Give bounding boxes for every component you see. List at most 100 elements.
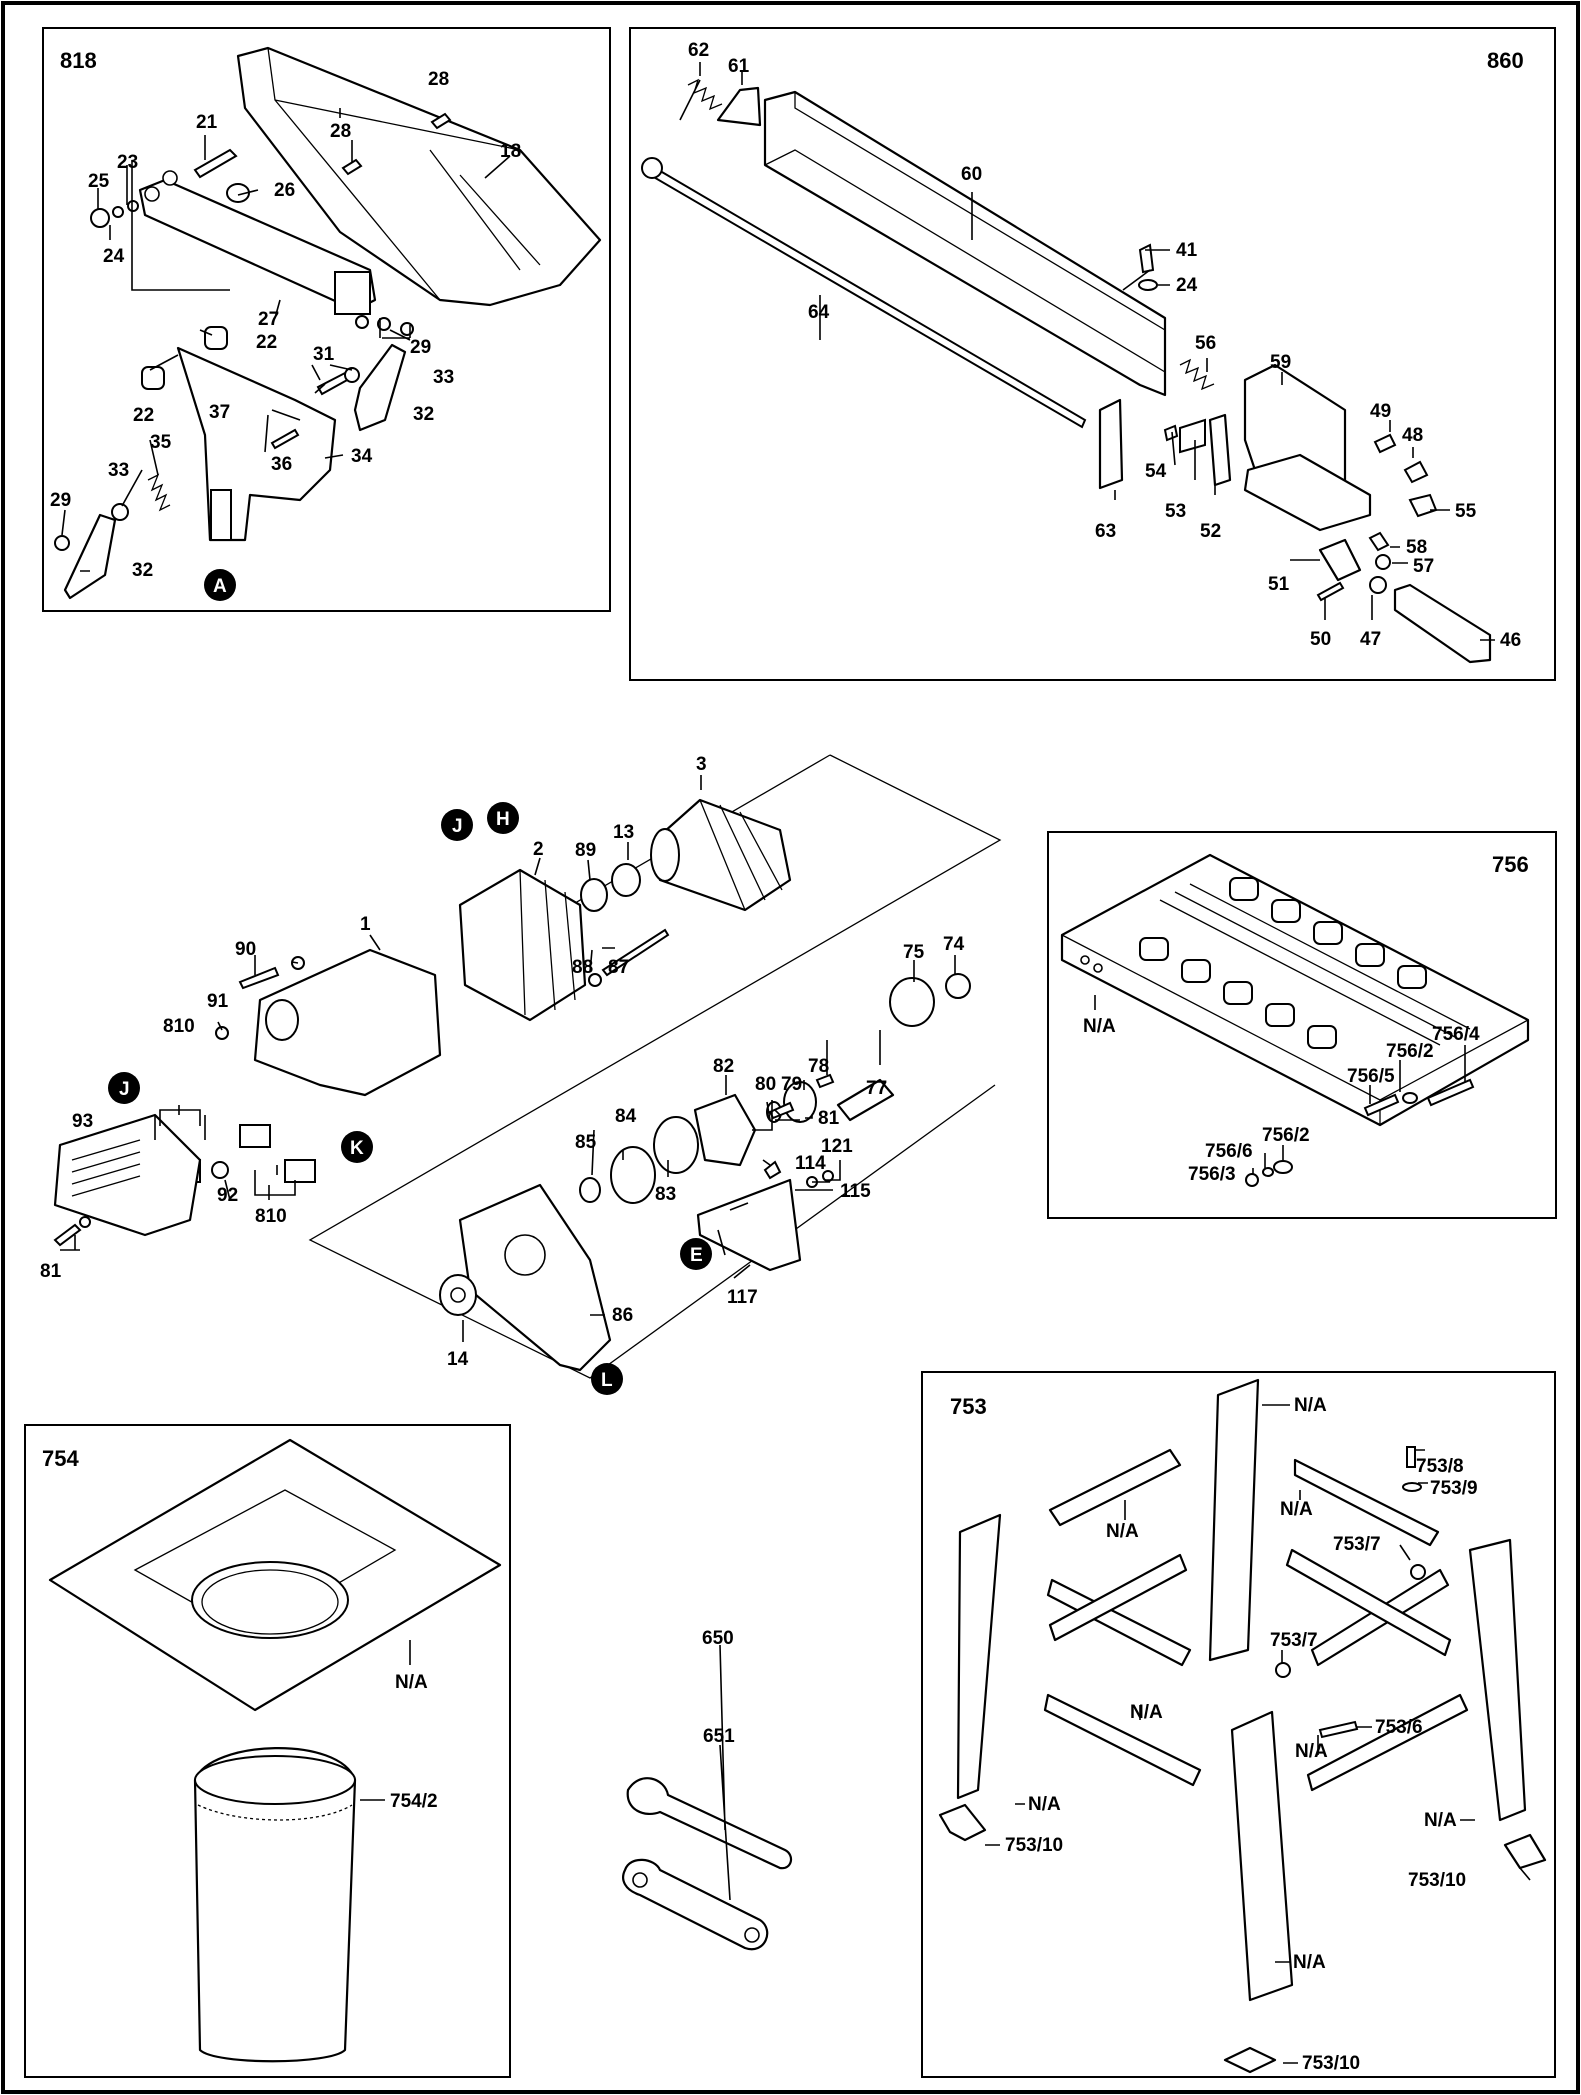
label-32a: 32 — [413, 404, 434, 425]
label-34: 34 — [351, 446, 373, 467]
gear-housing — [458, 1183, 612, 1372]
label-21: 21 — [196, 112, 218, 133]
label-28a: 28 — [428, 69, 449, 90]
label-84: 84 — [615, 1106, 637, 1127]
label-51: 51 — [1268, 574, 1290, 595]
label-41: 41 — [1176, 240, 1198, 261]
label-na-753-e: N/A — [1295, 1741, 1328, 1762]
marker-e-label: E — [690, 1245, 703, 1266]
label-80: 80 — [755, 1074, 776, 1095]
label-89: 89 — [575, 840, 596, 861]
motor-end-cover — [53, 1113, 202, 1237]
panel-753-frame — [921, 1371, 1556, 2078]
label-55: 55 — [1455, 501, 1477, 522]
panel-860-title: 860 — [1487, 48, 1524, 73]
leg-right — [1468, 1538, 1527, 1822]
label-33a: 33 — [433, 367, 454, 388]
label-22b: 22 — [133, 405, 154, 426]
marker-a-label: A — [213, 576, 227, 597]
leg-front — [1230, 1710, 1294, 2002]
label-810-bottom: 810 — [255, 1206, 287, 1227]
label-na-756: N/A — [1083, 1016, 1116, 1037]
panel-860-frame — [629, 27, 1556, 681]
label-756-4: 756/4 — [1432, 1024, 1480, 1045]
label-28b: 28 — [330, 121, 351, 142]
table-extension — [1060, 853, 1530, 1127]
label-93: 93 — [72, 1111, 93, 1132]
marker-j-top-label: J — [452, 816, 463, 837]
label-24: 24 — [103, 246, 125, 267]
riving-knife — [176, 346, 337, 542]
label-74: 74 — [943, 934, 965, 955]
label-810-top: 810 — [163, 1016, 195, 1037]
label-651: 651 — [703, 1726, 735, 1747]
label-58: 58 — [1406, 537, 1427, 558]
label-37: 37 — [209, 402, 230, 423]
label-117: 117 — [727, 1287, 758, 1308]
panel-754: 754 N/A 754/2 — [24, 1424, 511, 2078]
panel-756-frame — [1047, 831, 1557, 1219]
marker-a — [204, 569, 236, 601]
label-54: 54 — [1145, 461, 1167, 482]
label-60: 60 — [961, 164, 982, 185]
label-753-10c: 753/10 — [1302, 2053, 1360, 2074]
label-114: 114 — [795, 1153, 826, 1174]
label-753-10a: 753/10 — [1005, 1835, 1063, 1856]
label-753-10b: 753/10 — [1408, 1870, 1466, 1891]
panel-860: 860 62 — [629, 27, 1556, 681]
label-na-753-f: N/A — [1028, 1794, 1061, 1815]
label-57: 57 — [1413, 556, 1434, 577]
label-24-860: 24 — [1176, 275, 1198, 296]
label-62: 62 — [688, 40, 709, 61]
label-115: 115 — [840, 1181, 871, 1202]
label-121: 121 — [821, 1136, 853, 1157]
clamp-pad — [1098, 398, 1124, 490]
label-87: 87 — [608, 957, 629, 978]
marker-j-left-label: J — [119, 1079, 130, 1100]
label-63: 63 — [1095, 521, 1116, 542]
label-50: 50 — [1310, 629, 1331, 650]
label-75: 75 — [903, 942, 925, 963]
label-na-753-g: N/A — [1424, 1810, 1457, 1831]
label-756-2b: 756/2 — [1262, 1125, 1310, 1146]
label-753-6: 753/6 — [1375, 1717, 1423, 1738]
label-14: 14 — [447, 1349, 469, 1370]
label-na-753-b: N/A — [1280, 1499, 1313, 1520]
label-61: 61 — [728, 56, 750, 77]
label-77: 77 — [866, 1078, 887, 1099]
label-78: 78 — [808, 1056, 829, 1077]
label-1: 1 — [360, 914, 371, 935]
label-26: 26 — [274, 180, 295, 201]
label-47: 47 — [1360, 629, 1381, 650]
motor-group-outline — [308, 754, 1002, 1379]
label-na-753-c: N/A — [1106, 1521, 1139, 1542]
leg-left — [956, 1513, 1002, 1800]
panel-818-title: 818 — [60, 48, 97, 73]
label-753-8: 753/8 — [1416, 1456, 1464, 1477]
label-49: 49 — [1370, 401, 1391, 422]
marker-k-label: K — [350, 1138, 364, 1159]
wrenches: 650 651 — [622, 1628, 793, 1951]
panel-756-title: 756 — [1492, 852, 1529, 877]
label-756-6: 756/6 — [1205, 1141, 1253, 1162]
marker-h — [487, 802, 519, 834]
label-23: 23 — [117, 152, 138, 173]
panel-818-frame — [42, 27, 611, 612]
marker-k — [341, 1131, 373, 1163]
panel-754-title: 754 — [42, 1446, 79, 1471]
blade-guard — [236, 46, 602, 307]
label-46: 46 — [1500, 630, 1521, 651]
label-64: 64 — [808, 302, 830, 323]
label-48: 48 — [1402, 425, 1423, 446]
label-53: 53 — [1165, 501, 1186, 522]
label-32b: 32 — [132, 560, 153, 581]
label-na-753-h: N/A — [1293, 1952, 1326, 1973]
marker-e — [680, 1238, 712, 1270]
label-56: 56 — [1195, 333, 1216, 354]
label-na-753-a: N/A — [1294, 1395, 1327, 1416]
label-753-7b: 753/7 — [1270, 1630, 1318, 1651]
label-91: 91 — [207, 991, 229, 1012]
panel-756: 756 N/A 756/4 756/2 756/5 756/2 756/6 75… — [1047, 831, 1557, 1219]
